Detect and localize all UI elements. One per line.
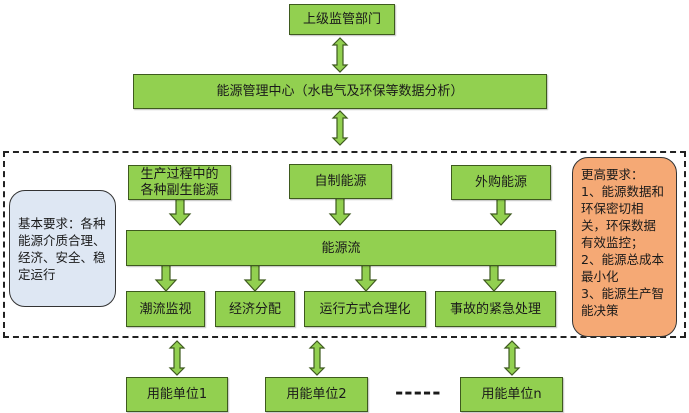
arrow-unit-n	[504, 340, 520, 376]
energy-system-boundary	[3, 151, 686, 338]
emergency-handling-label: 事故的紧急处理	[449, 301, 541, 317]
arrow-unit-1	[169, 340, 185, 376]
higher-requirement-item: 3、能源生产智能决策	[581, 286, 664, 318]
arrow-flow-monitor	[155, 263, 177, 292]
energy-center-box: 能源管理中心（水电气及环保等数据分析）	[133, 74, 547, 109]
arrow-supervisor-center	[332, 37, 348, 73]
arrow-flow-dispatch	[244, 263, 266, 292]
self-made-label: 自制能源	[314, 174, 367, 189]
purchased-label: 外购能源	[474, 175, 527, 190]
arrow-flow-emergency	[483, 263, 505, 292]
economic-dispatch-box: 经济分配	[215, 291, 295, 327]
arrow-self-made-flow	[329, 197, 351, 226]
byproduct-label-line2: 各种副生能源	[140, 182, 219, 198]
higher-requirement-item: 1、能源数据和环保密切相关，环保数据有效监控；	[581, 184, 664, 250]
arrow-unit-2	[309, 340, 325, 376]
energy-flow-label: 能源流	[321, 240, 361, 256]
energy-unit-2-box: 用能单位2	[265, 377, 368, 412]
byproduct-label-line1: 生产过程中的	[140, 166, 219, 182]
supervisor-label: 上级监管部门	[302, 12, 381, 27]
byproduct-energy-box: 生产过程中的 各种副生能源	[128, 165, 231, 200]
ellipsis: -----	[395, 380, 442, 404]
energy-unit-n-box: 用能单位n	[460, 377, 563, 412]
higher-requirement-title: 更高要求：	[581, 167, 644, 182]
arrow-center-system	[332, 110, 348, 146]
economic-dispatch-label: 经济分配	[228, 301, 281, 317]
arrow-purchased-flow	[490, 197, 512, 226]
higher-requirement-note: 更高要求： 1、能源数据和环保密切相关，环保数据有效监控； 2、能源总成本最小化…	[572, 157, 677, 337]
flow-monitoring-box: 潮流监视	[126, 291, 205, 327]
emergency-handling-box: 事故的紧急处理	[435, 291, 556, 327]
energy-unit-1-box: 用能单位1	[126, 377, 228, 412]
purchased-energy-box: 外购能源	[451, 165, 551, 200]
basic-requirement-note: 基本要求：各种能源介质合理、经济、安全、稳定运行	[9, 190, 116, 307]
operation-optimization-box: 运行方式合理化	[304, 291, 426, 327]
basic-requirement-text: 基本要求：各种能源介质合理、经济、安全、稳定运行	[18, 215, 106, 282]
self-made-energy-box: 自制能源	[289, 164, 392, 199]
energy-unit-n-label: 用能单位n	[481, 387, 542, 402]
energy-flow-box: 能源流	[126, 230, 556, 266]
operation-optimization-label: 运行方式合理化	[319, 301, 411, 317]
energy-unit-1-label: 用能单位1	[146, 387, 208, 402]
energy-center-label: 能源管理中心（水电气及环保等数据分析）	[216, 84, 464, 99]
arrow-byproduct-flow	[169, 197, 191, 226]
supervisor-box: 上级监管部门	[289, 4, 395, 35]
energy-unit-2-label: 用能单位2	[286, 387, 347, 402]
arrow-flow-operation	[355, 263, 377, 292]
higher-requirement-item: 2、能源总成本最小化	[581, 252, 664, 284]
flow-monitoring-label: 潮流监视	[139, 301, 192, 317]
